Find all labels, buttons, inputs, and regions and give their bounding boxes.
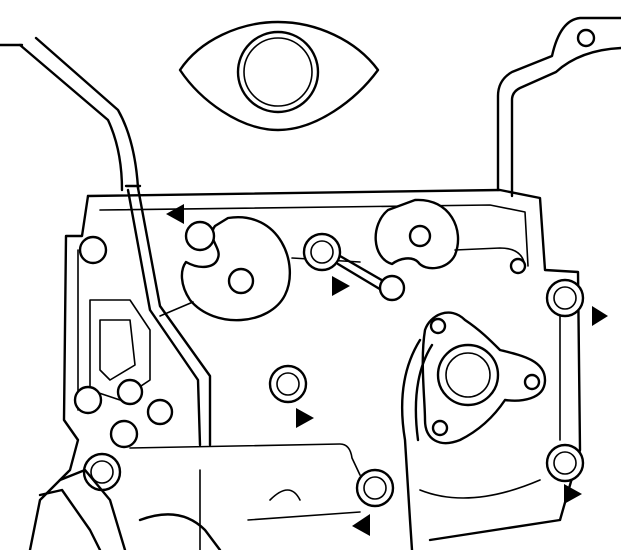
callout-bolt — [545, 278, 585, 318]
bolt-hole — [116, 378, 144, 406]
callout-bolt — [302, 232, 342, 272]
linkage — [336, 254, 406, 302]
callout-bolt — [545, 443, 585, 483]
arrow-marker — [592, 306, 608, 326]
top-flange — [178, 20, 380, 132]
lower-left-housing — [38, 468, 222, 550]
callout-bolt — [82, 452, 122, 492]
bolt-hole — [78, 235, 108, 265]
bolt-holes — [73, 220, 216, 449]
arrow-marker — [332, 276, 350, 296]
arrow-marker — [564, 484, 582, 504]
bolt-hole — [73, 385, 103, 415]
bolt-hole — [109, 419, 139, 449]
arrow-marker — [296, 408, 314, 428]
dipstick-tube — [124, 184, 212, 447]
callout-bolts — [82, 232, 585, 508]
right-rod — [496, 16, 621, 198]
arrow-markers — [166, 204, 608, 536]
left-pipe — [0, 36, 140, 192]
arrow-marker — [166, 204, 184, 224]
arrow-marker — [352, 514, 370, 536]
callout-bolt — [268, 364, 308, 404]
bolt-hole — [146, 398, 174, 426]
right-cam-sprocket — [374, 198, 527, 275]
three-lobe-flange — [400, 311, 547, 550]
bolt-hole — [184, 220, 216, 252]
callout-bolt — [355, 468, 395, 508]
